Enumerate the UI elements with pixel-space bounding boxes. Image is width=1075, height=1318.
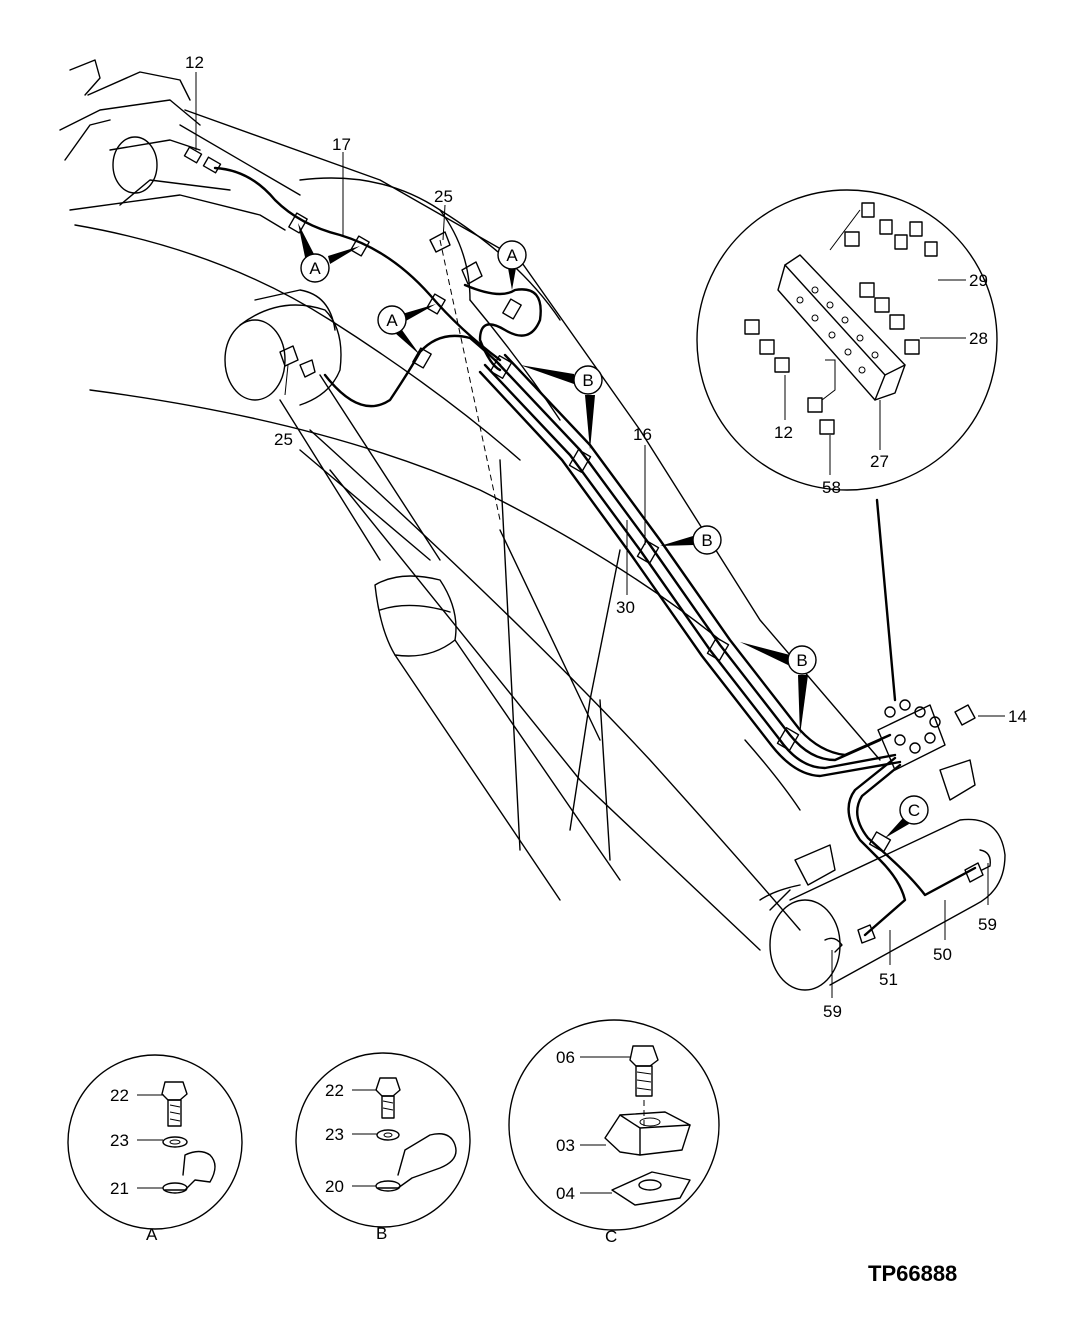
detail-b: 22 23 20 B <box>295 1052 471 1243</box>
label-58: 58 <box>822 478 841 497</box>
detail-a: 22 23 21 A <box>67 1054 243 1244</box>
detail-b-caption: B <box>376 1224 387 1243</box>
label-23-a: 23 <box>110 1131 129 1150</box>
detail-c-caption: C <box>605 1227 617 1246</box>
callout-c: C <box>908 801 920 820</box>
boom-structure <box>59 59 881 951</box>
label-12-detail: 12 <box>774 423 793 442</box>
detail-c: 06 03 04 C <box>508 1019 720 1246</box>
distribution-block-detail <box>696 189 998 702</box>
label-14: 14 <box>1008 707 1027 726</box>
label-28: 28 <box>969 329 988 348</box>
callout-bubbles: A A A B B B C <box>298 223 929 838</box>
label-29: 29 <box>969 271 988 290</box>
label-03: 03 <box>556 1136 575 1155</box>
label-25-lower: 25 <box>274 430 293 449</box>
label-06: 06 <box>556 1048 575 1067</box>
boom-foot-pin <box>744 739 1006 991</box>
hose-clamps <box>288 212 892 853</box>
label-16: 16 <box>633 425 652 444</box>
boom-cylinder <box>224 289 621 901</box>
callout-b-2: B <box>701 531 712 550</box>
label-30: 30 <box>616 598 635 617</box>
label-50: 50 <box>933 945 952 964</box>
label-22-a: 22 <box>110 1086 129 1105</box>
label-23-b: 23 <box>325 1125 344 1144</box>
figure-code: TP66888 <box>868 1261 957 1286</box>
callout-a-1: A <box>309 259 321 278</box>
label-21: 21 <box>110 1179 129 1198</box>
part-labels: 12 17 25 25 16 30 29 28 12 27 58 14 59 5… <box>185 53 1027 1021</box>
label-04: 04 <box>556 1184 575 1203</box>
callout-b-1: B <box>582 371 593 390</box>
callout-b-3: B <box>796 651 807 670</box>
label-17: 17 <box>332 135 351 154</box>
callout-a-2: A <box>386 311 398 330</box>
label-59-right: 59 <box>978 915 997 934</box>
label-25-top: 25 <box>434 187 453 206</box>
label-20: 20 <box>325 1177 344 1196</box>
grease-fittings <box>183 146 991 953</box>
label-12-top: 12 <box>185 53 204 72</box>
label-59-left: 59 <box>823 1002 842 1021</box>
detail-a-caption: A <box>146 1225 158 1244</box>
label-22-b: 22 <box>325 1081 344 1100</box>
leader-lines <box>195 72 1005 998</box>
grease-hoses <box>213 166 977 937</box>
label-27: 27 <box>870 452 889 471</box>
label-51: 51 <box>879 970 898 989</box>
callout-a-3: A <box>506 246 518 265</box>
